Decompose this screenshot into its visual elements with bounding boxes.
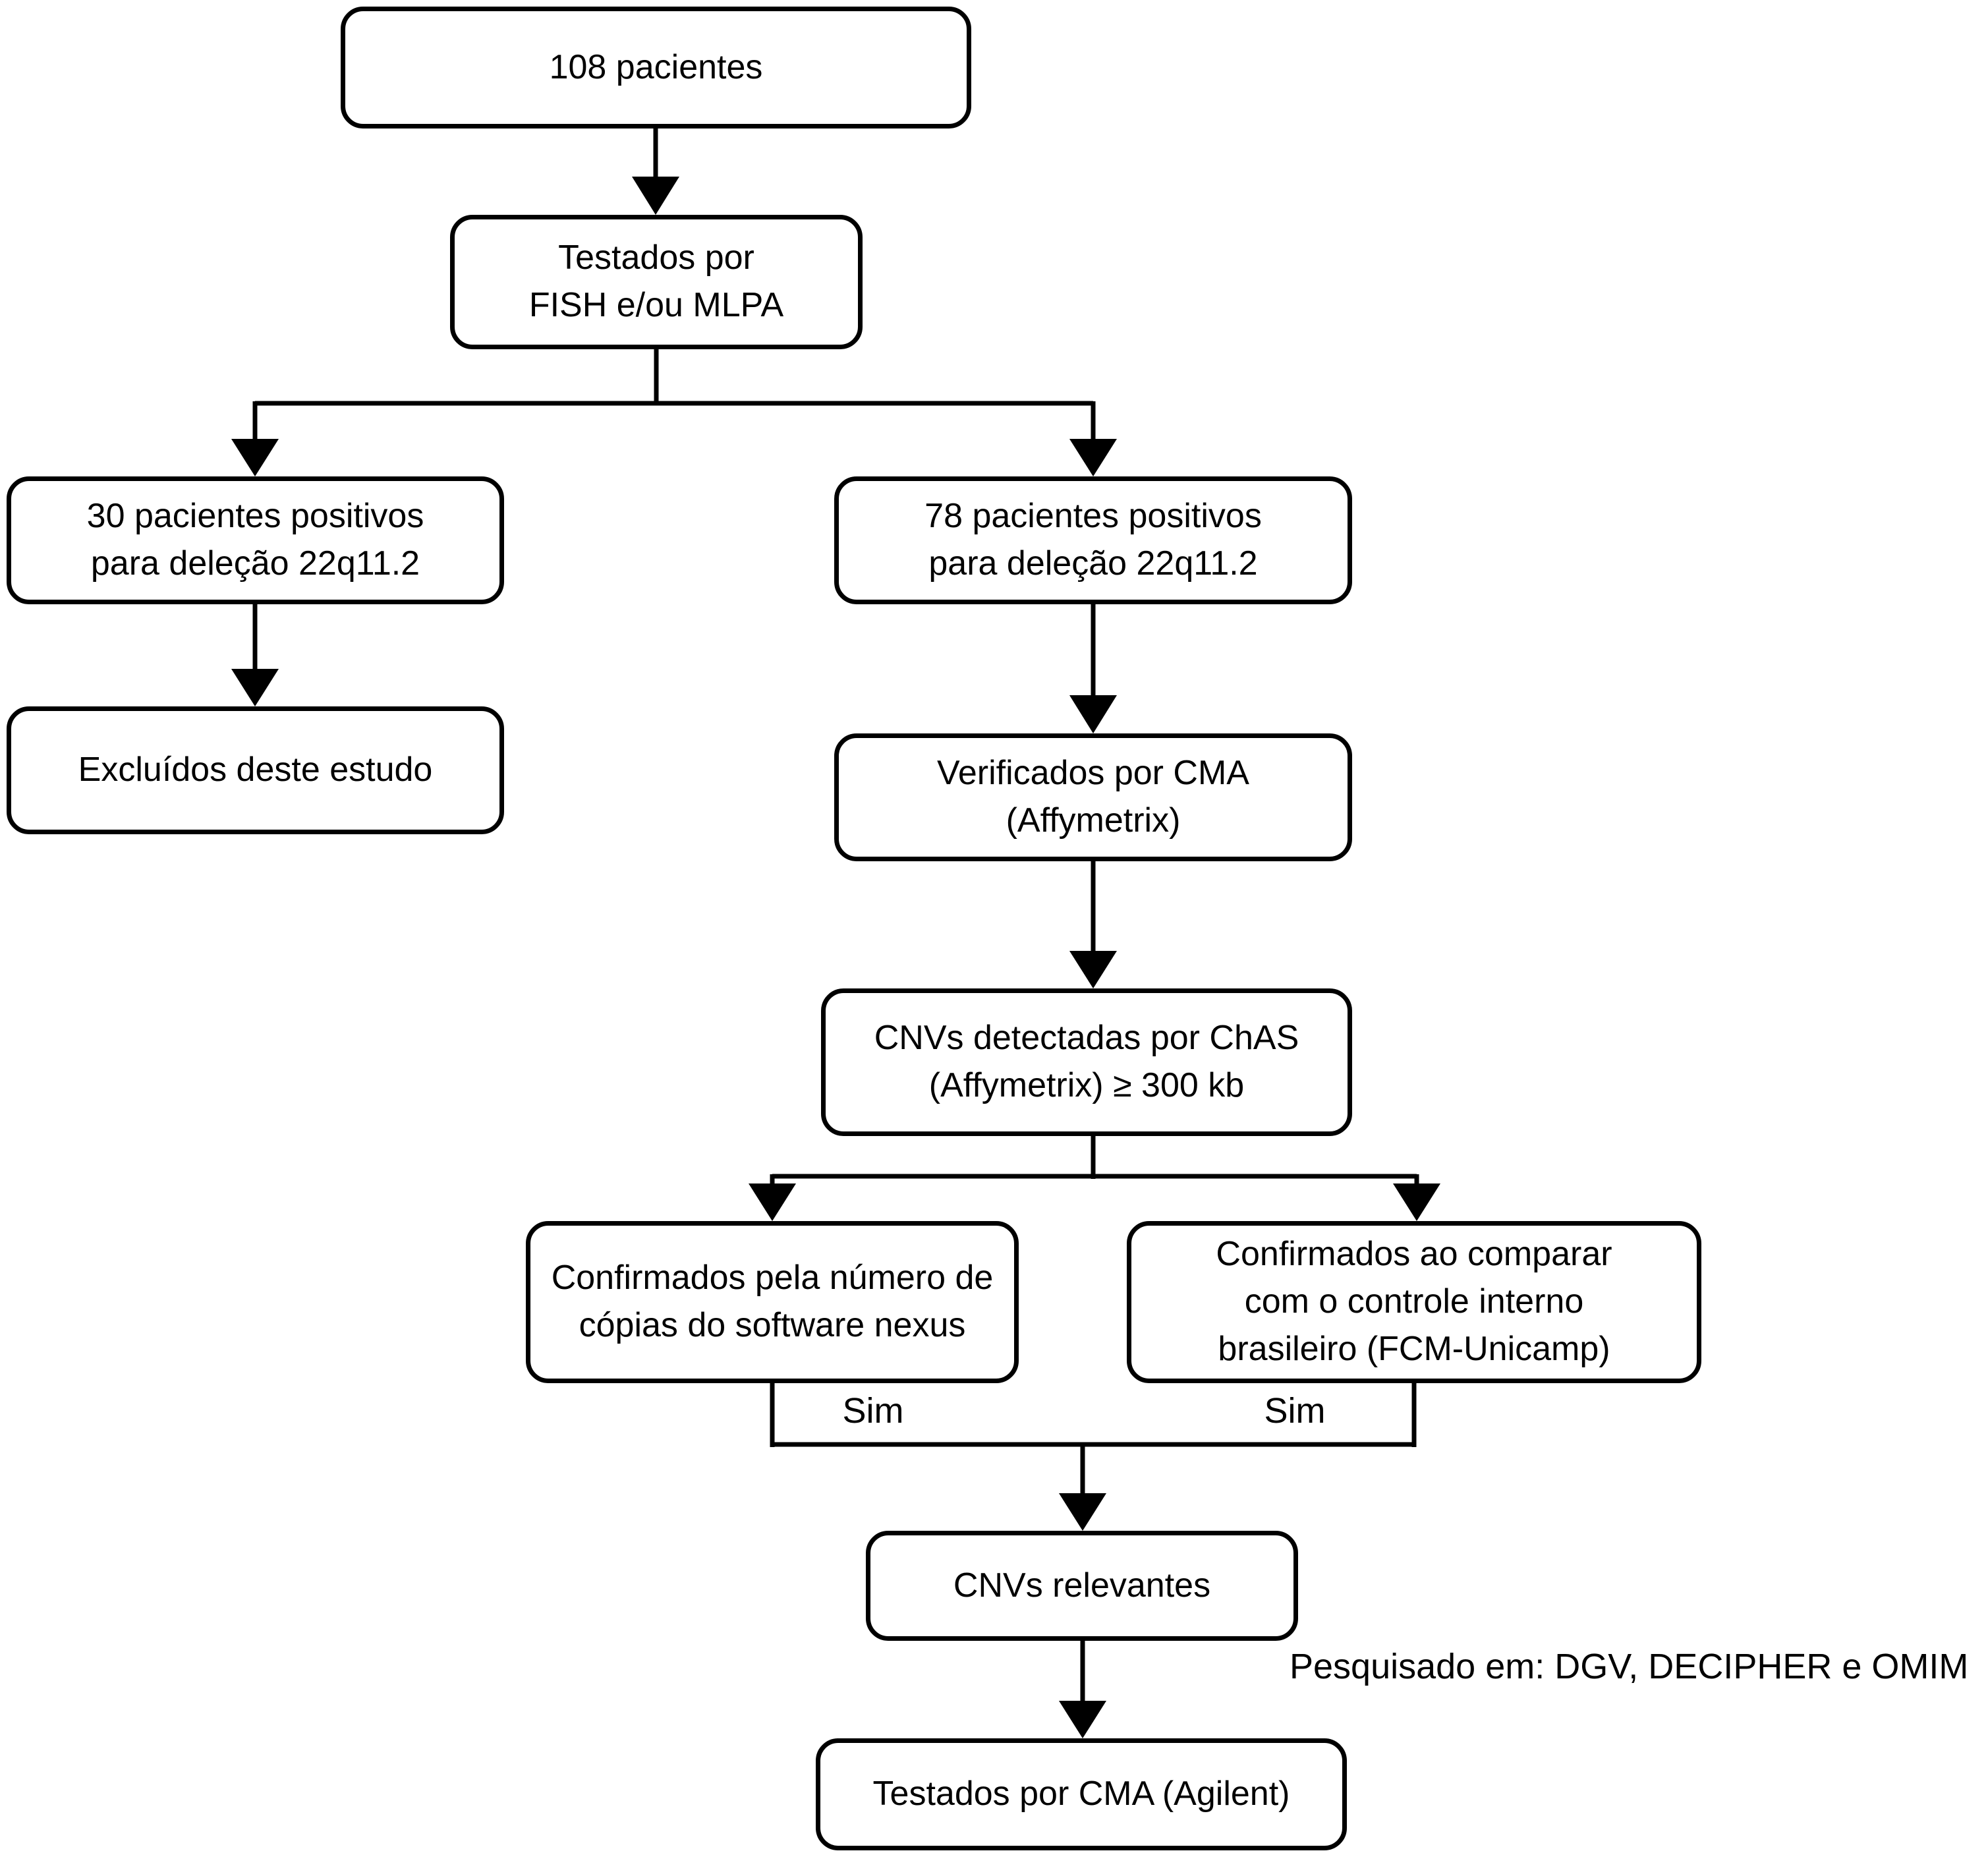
edge-tested-split: [255, 349, 1093, 406]
edge-split-30: [231, 401, 279, 476]
edge-split-control: [1393, 1174, 1440, 1221]
edge-split-78: [1069, 401, 1117, 476]
node-30-positivos: 30 pacientes positivos para deleção 22q1…: [7, 476, 504, 604]
edge-cnvs-split: [772, 1136, 1417, 1179]
node-cnvs-chas: CNVs detectadas por ChAS (Affymetrix) ≥ …: [821, 988, 1352, 1136]
node-verificados-cma: Verificados por CMA (Affymetrix): [834, 733, 1352, 861]
edge-label-sim-left: Sim: [842, 1391, 904, 1431]
node-78-positivos: 78 pacientes positivos para deleção 22q1…: [834, 476, 1352, 604]
edge-patients-tested: [632, 128, 679, 215]
annotation-databases: Pesquisado em: DGV, DECIPHER e OMIM: [1290, 1647, 1969, 1686]
edge-verified-cnvs: [1069, 861, 1117, 988]
node-testados-fish-mlpa: Testados por FISH e/ou MLPA: [450, 215, 863, 349]
edge-relevant-agilent: [1059, 1641, 1106, 1738]
node-confirmados-nexus: Confirmados pela número de cópias do sof…: [526, 1221, 1019, 1383]
edge-label-sim-right: Sim: [1264, 1391, 1326, 1431]
edge-merge-relevant: [1059, 1444, 1106, 1531]
edge-split-nexus: [749, 1174, 796, 1221]
edge-nexus-merge: [770, 1383, 1414, 1447]
node-confirmados-controle: Confirmados ao comparar com o controle i…: [1127, 1221, 1701, 1383]
node-testados-cma-agilent: Testados por CMA (Agilent): [816, 1738, 1347, 1850]
edge-78-verified: [1069, 604, 1117, 733]
node-108-pacientes: 108 pacientes: [341, 7, 971, 128]
edge-30-excluded: [231, 604, 279, 706]
node-cnvs-relevantes: CNVs relevantes: [866, 1531, 1298, 1641]
node-excluidos-estudo: Excluídos deste estudo: [7, 706, 504, 834]
